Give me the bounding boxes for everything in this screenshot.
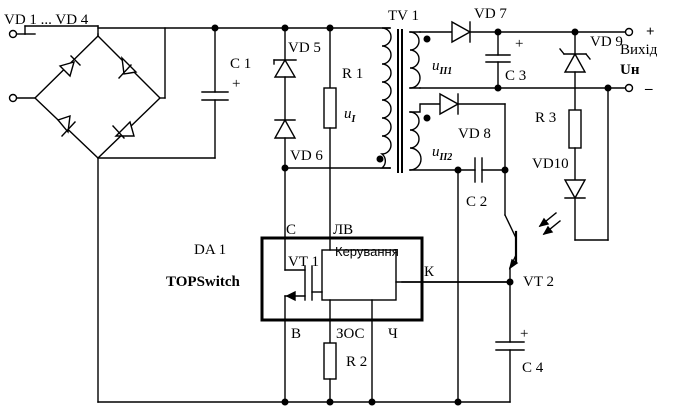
label-vd9: VD 9 [590,34,623,50]
bridge-diode-upper-left [58,55,81,78]
label-c3: C 3 [505,68,526,84]
label-vd5: VD 5 [288,40,321,56]
control-block [321,249,397,301]
label-c2: C 2 [466,194,487,210]
capacitor-c3 [485,31,511,89]
label-c1: C 1 [230,56,251,72]
label-c4-plus: + [520,326,528,342]
label-c3-plus: + [515,36,523,52]
label-pin-b: В [291,326,301,342]
label-vt2: VT 2 [523,274,554,290]
optocoupler-led-vd10 [563,179,587,200]
mosfet-vt1 [284,237,323,321]
zener-vd5 [273,58,297,78]
label-vd8: VD 8 [458,126,491,142]
label-vd7: VD 7 [474,6,507,22]
bridge-diode-lower-right [112,120,135,139]
transformer-primary [380,27,392,169]
phototransistor-vt2 [504,214,519,270]
label-u-ii2: uII2 [432,144,452,163]
input-terminal-top [8,29,18,39]
diode-vd8 [439,92,460,116]
label-vykhid: Вихід [620,42,658,58]
diode-vd6 [273,118,297,139]
label-pin-zos: ЗОС [336,326,365,342]
capacitor-c4 [495,341,525,351]
label-tv1: TV 1 [388,8,419,24]
diode-vd7 [451,20,472,44]
label-r1: R 1 [342,66,363,82]
label-un: Uн [620,62,640,78]
label-vd1-vd4: VD 1 ... VD 4 [4,12,89,28]
capacitor-c1 [201,27,229,159]
output-terminal-minus [624,83,634,93]
label-out-minus: – [644,81,653,97]
label-u-ii1: uII1 [432,58,452,77]
label-pin-c: С [286,222,296,238]
optocoupler-light-arrows [538,212,561,236]
label-da1: DA 1 [194,242,226,258]
input-terminal-bottom [8,93,18,103]
label-r2: R 2 [346,354,367,370]
diode-bridge [33,35,161,159]
topswitch-ic-box [260,236,424,322]
label-pin-k: К [424,264,435,280]
output-terminal-plus [624,27,634,37]
transformer-secondary-2 [409,103,459,171]
transformer-secondary-1 [409,31,421,89]
label-vt1: VT 1 [288,254,319,270]
label-pin-lv: ЛВ [333,222,353,238]
label-out-plus: + [646,24,655,40]
label-vd10: VD10 [532,156,569,172]
resistor-r3 [568,109,582,149]
label-vd6: VD 6 [290,148,323,164]
resistor-r2 [323,342,337,380]
resistor-r1 [323,87,337,129]
label-keruvannia: Керування [335,244,399,259]
capacitor-c2 [457,157,506,183]
label-topswitch: TOPSwitch [166,274,241,290]
label-r3: R 3 [535,110,556,126]
label-c4: С 4 [522,360,544,376]
label-c1-plus: + [232,76,240,92]
label-pin-ch: Ч [388,326,398,342]
bridge-diode-upper-right [118,56,138,79]
label-u1: uI [344,106,357,125]
bridge-diode-lower-left [56,114,76,137]
